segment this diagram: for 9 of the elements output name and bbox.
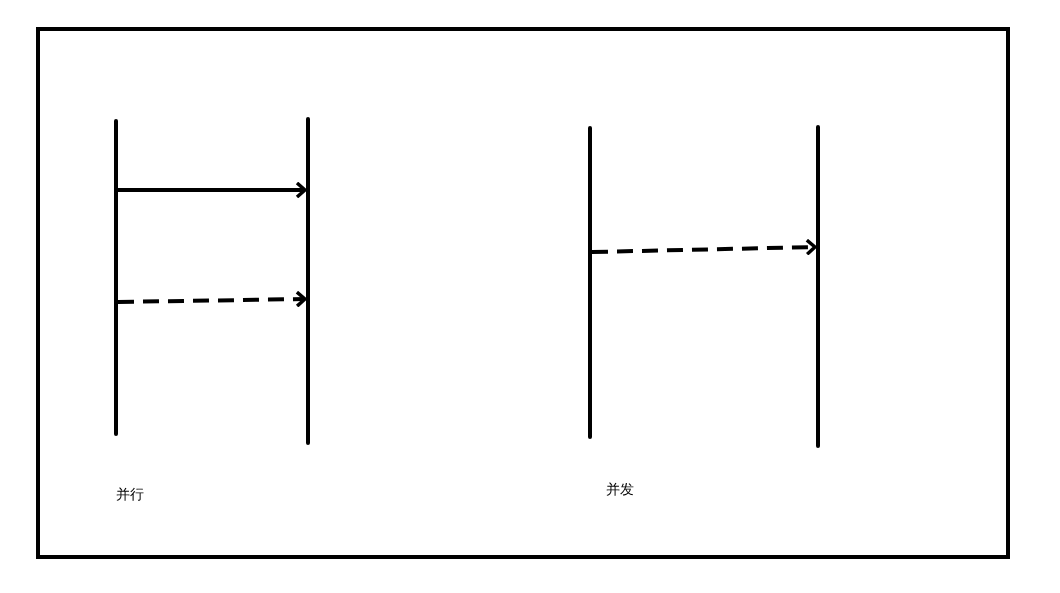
vertical-bar [588, 126, 592, 439]
vertical-bar [114, 119, 118, 436]
caption-label: 并行 [116, 486, 144, 504]
vertical-bar [306, 117, 310, 445]
dashed-arrow [117, 290, 307, 308]
caption-label: 并发 [606, 481, 634, 499]
arrow [118, 181, 307, 199]
dashed-arrow [591, 238, 817, 256]
vertical-bar [816, 125, 820, 448]
